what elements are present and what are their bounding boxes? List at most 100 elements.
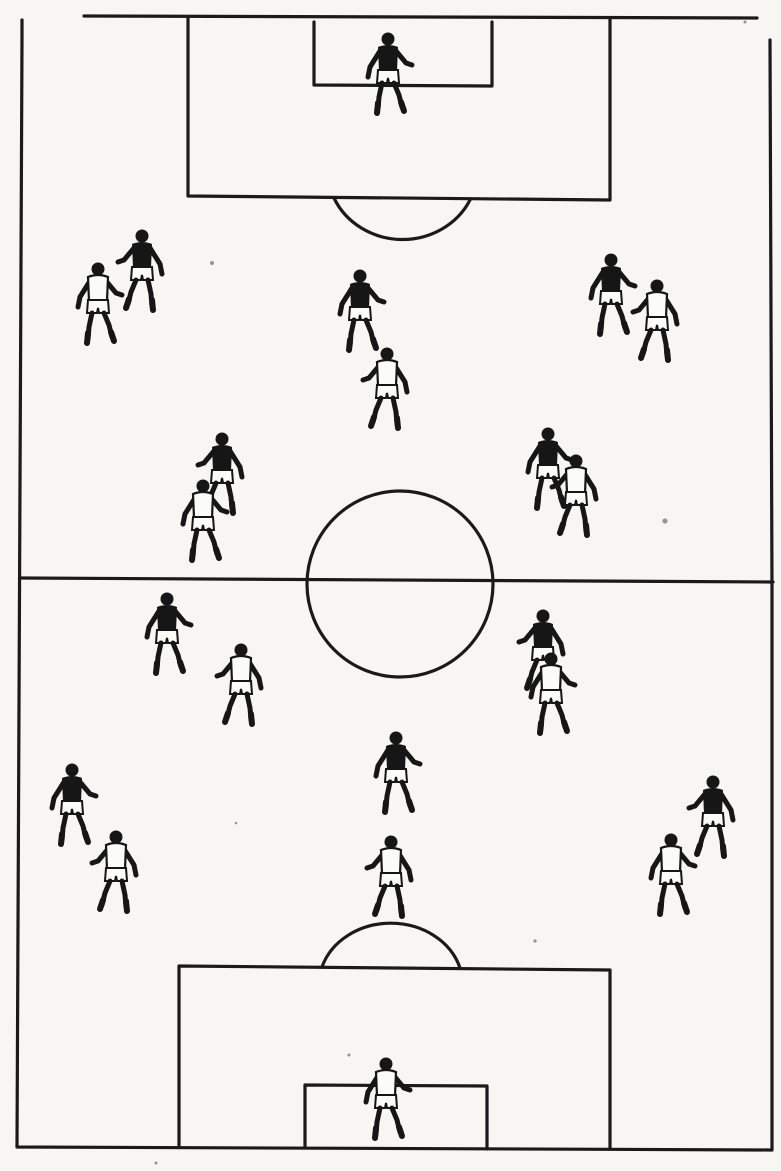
player-boot xyxy=(600,324,601,334)
player-boot xyxy=(216,549,219,558)
player-boot xyxy=(192,550,193,560)
player-boot xyxy=(561,497,564,506)
player-head xyxy=(380,1058,393,1071)
player-shirt xyxy=(566,467,586,493)
player-shorts xyxy=(537,465,559,478)
player-shirt xyxy=(350,282,370,308)
player-boot xyxy=(723,846,724,856)
player-shirt xyxy=(538,440,558,466)
player-shorts xyxy=(540,690,562,703)
player-shirt xyxy=(647,292,667,318)
player-boot xyxy=(397,418,398,428)
player-shirt xyxy=(193,492,213,518)
player-shirt xyxy=(386,744,406,770)
player-head xyxy=(537,610,550,623)
player-head xyxy=(385,836,398,849)
player-boot xyxy=(537,498,538,508)
player-boot xyxy=(373,339,376,348)
player-boot xyxy=(401,102,404,111)
player-boot xyxy=(684,903,687,912)
player-shorts xyxy=(376,385,398,398)
player-shirt xyxy=(703,788,723,814)
player-shorts xyxy=(87,300,109,313)
player-head xyxy=(354,270,367,283)
player-boot xyxy=(660,904,661,914)
player-head xyxy=(381,348,394,361)
player-boot xyxy=(401,906,402,916)
player-shirt xyxy=(157,605,177,631)
player-head xyxy=(197,480,210,493)
player-boot xyxy=(586,525,587,535)
player-shorts xyxy=(600,291,622,304)
player-shorts xyxy=(156,630,178,643)
player-boot xyxy=(375,1128,376,1138)
player-boot xyxy=(385,802,386,812)
player-shorts xyxy=(61,801,83,814)
player-boot xyxy=(540,723,541,733)
player-shorts xyxy=(349,307,371,320)
player-head xyxy=(605,254,618,267)
player-boot xyxy=(61,834,62,844)
player-boot xyxy=(180,662,183,671)
player-shirt xyxy=(661,846,681,872)
player-boot xyxy=(697,845,700,854)
player-shirt xyxy=(132,242,152,268)
player-head xyxy=(110,831,123,844)
player-boot xyxy=(371,417,374,426)
player-shorts xyxy=(660,871,682,884)
player-boot xyxy=(409,801,412,810)
player-shorts xyxy=(377,70,399,83)
player-boot xyxy=(560,524,563,533)
player-head xyxy=(136,230,149,243)
player-boot xyxy=(624,323,627,332)
player-head xyxy=(570,455,583,468)
player-boot xyxy=(349,340,350,350)
player-shorts xyxy=(565,492,587,505)
player-boot xyxy=(667,350,668,360)
player-shorts xyxy=(211,470,233,483)
player-shirt xyxy=(106,843,126,869)
player-shorts xyxy=(105,868,127,881)
player-head xyxy=(545,653,558,666)
player-shirt xyxy=(212,445,232,471)
player-shirt xyxy=(376,1070,396,1096)
player-boot xyxy=(232,503,233,513)
player-boot xyxy=(126,299,129,308)
player-shirt xyxy=(541,665,561,691)
player-boot xyxy=(100,900,103,909)
player-head xyxy=(651,280,664,293)
player-shirt xyxy=(62,776,82,802)
player-shorts xyxy=(375,1095,397,1108)
player-shirt xyxy=(377,360,397,386)
player-boot xyxy=(225,713,228,722)
player-head xyxy=(92,263,105,276)
player-head xyxy=(390,732,403,745)
player-shirt xyxy=(88,275,108,301)
player-shorts xyxy=(230,681,252,694)
player-shirt xyxy=(533,622,553,648)
player-head xyxy=(382,33,395,46)
player-shorts xyxy=(131,267,153,280)
player-boot xyxy=(377,103,378,113)
player-boot xyxy=(85,833,88,842)
player-boot xyxy=(641,349,644,358)
player-shirt xyxy=(231,656,251,682)
player-boot xyxy=(564,722,567,731)
player-boot xyxy=(111,332,114,341)
player-head xyxy=(707,776,720,789)
player-boot xyxy=(87,333,88,343)
player-shorts xyxy=(385,769,407,782)
player-shirt xyxy=(381,848,401,874)
player-shirt xyxy=(378,45,398,71)
player-head xyxy=(665,834,678,847)
player-head xyxy=(161,593,174,606)
player-shorts xyxy=(646,317,668,330)
player-shorts xyxy=(380,873,402,886)
player-shorts xyxy=(702,813,724,826)
player-shorts xyxy=(192,517,214,530)
player-boot xyxy=(156,663,157,673)
player-head xyxy=(235,644,248,657)
player-boot xyxy=(126,901,127,911)
